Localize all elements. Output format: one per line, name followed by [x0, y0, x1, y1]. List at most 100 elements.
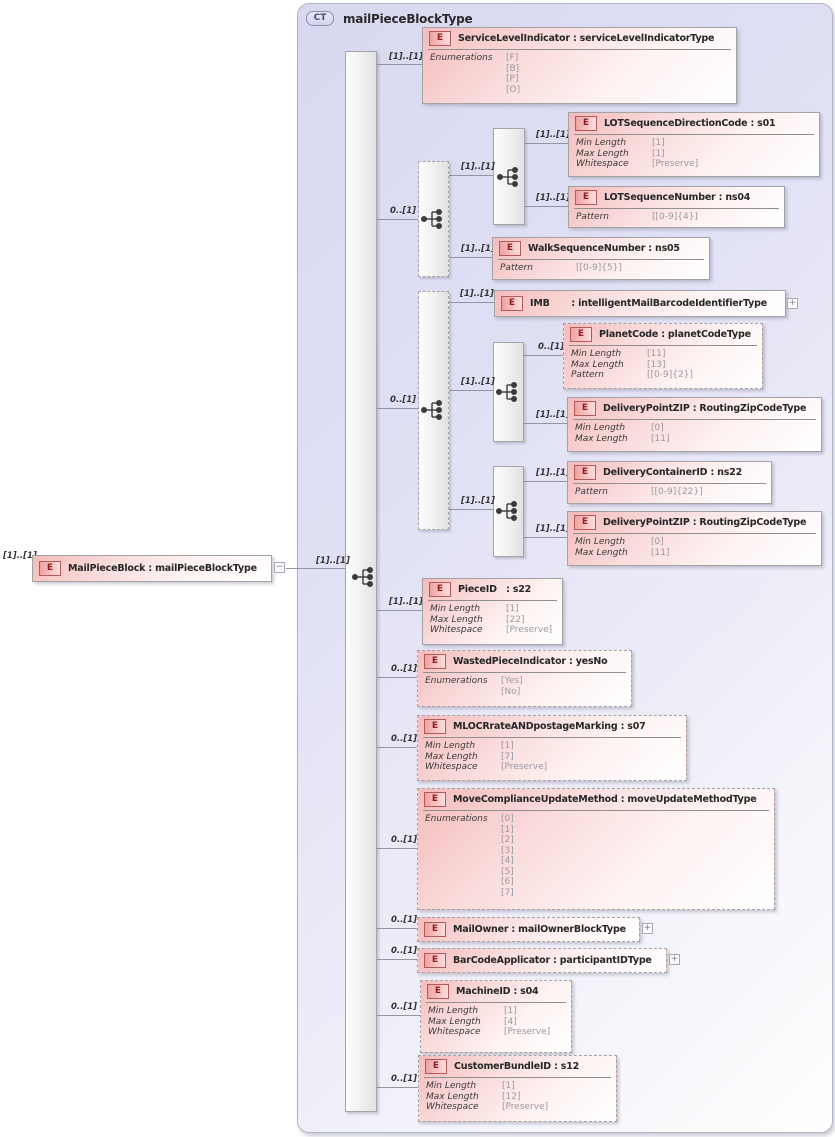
facet-row: Pattern[[0-9]{22}] [568, 487, 771, 498]
divider [498, 259, 704, 260]
element-title: PieceID : s22 [458, 584, 532, 595]
element-title: CustomerBundleID : s12 [454, 1061, 580, 1072]
cardinality-label: [1]..[1] [536, 410, 570, 420]
facet-row: Min Length[1] [421, 1006, 571, 1017]
connector-line [447, 509, 493, 510]
facet-row: [6] [418, 877, 774, 888]
facet-row: [O] [423, 85, 736, 96]
expand-button[interactable]: + [787, 298, 798, 309]
element-title: LOTSequenceDirectionCode : s01 [604, 118, 776, 129]
facet-value: [Yes] [501, 676, 523, 686]
expand-button[interactable]: + [669, 954, 680, 965]
facet-row: Min Length[11] [564, 349, 762, 360]
facet-list: Enumerations[0][1][2][3][4][5][6][7] [418, 811, 774, 902]
facet-label [425, 877, 501, 888]
connector-line [523, 206, 570, 207]
element-title: LOTSequenceNumber : ns04 [604, 192, 751, 203]
cardinality-label: [1]..[1] [536, 524, 570, 534]
element-title: DeliveryContainerID : ns22 [603, 467, 742, 478]
facet-label: Pattern [500, 263, 533, 273]
element-title: PlanetCode : planetCodeType [599, 329, 751, 340]
facet-value: [11] [647, 349, 666, 359]
facet-row: [7] [418, 888, 774, 899]
facet-row: Max Length[4] [421, 1017, 571, 1028]
facet-label [430, 74, 506, 85]
divider [423, 810, 769, 811]
divider [574, 134, 814, 135]
facet-value: [Preserve] [652, 159, 699, 169]
facet-label: Min Length [575, 423, 626, 433]
facet-row: Min Length[1] [423, 604, 562, 615]
element-title: WalkSequenceNumber : ns05 [528, 243, 680, 254]
facet-value: [1] [501, 741, 514, 751]
cardinality-label: 0..[1] [391, 734, 418, 744]
facet-row: [B] [423, 64, 736, 75]
cardinality-label: 0..[1] [390, 395, 417, 405]
facet-value: [22] [506, 614, 525, 625]
element-icon: E [427, 984, 449, 999]
sequence-icon [352, 567, 374, 588]
facet-value: [4] [504, 1016, 517, 1027]
element-title: ServiceLevelIndicator : serviceLevelIndi… [458, 33, 715, 44]
facet-value: [6] [501, 877, 514, 887]
facet-list: Enumerations[Yes][No] [418, 673, 631, 701]
expand-button[interactable]: + [642, 923, 653, 934]
facet-label: Whitespace [576, 159, 629, 169]
element-icon: E [429, 31, 451, 46]
connector-line [375, 848, 417, 849]
connector-line [522, 537, 567, 538]
element-box-servicelevelindicator[interactable]: E ServiceLevelIndicator : serviceLevelInd… [422, 27, 737, 104]
element-title: MachineID : s04 [456, 986, 539, 997]
facet-row: [P] [423, 74, 736, 85]
facet-row: Min Length[0] [568, 423, 821, 434]
facet-row: Min Length[1] [569, 138, 819, 149]
facet-row: Min Length[1] [418, 741, 686, 752]
element-box-lotsequencedirectioncode[interactable]: E LOTSequenceDirectionCode : s01 Min Leng… [568, 112, 820, 177]
connector-line [447, 257, 492, 258]
facet-label: Enumerations [430, 53, 493, 63]
facet-value: [0] [501, 814, 514, 824]
facet-row: [4] [418, 856, 774, 867]
facet-label [425, 888, 501, 899]
cardinality-label: 0..[1] [391, 946, 418, 956]
sequence-compositor-main[interactable] [345, 51, 377, 1112]
connector-line [523, 143, 570, 144]
facet-list: Pattern[[0-9]{4}] [569, 209, 784, 227]
divider [426, 1002, 566, 1003]
facet-value: [F] [506, 53, 519, 63]
facet-row: Max Length[13] [564, 360, 762, 371]
sequence-icon [421, 400, 443, 421]
cardinality-label: 0..[1] [390, 206, 417, 216]
element-icon: E [575, 116, 597, 131]
cardinality-label: 0..[1] [391, 835, 418, 845]
facet-value: [0] [651, 537, 664, 547]
facet-list: Min Length[0]Max Length[11] [568, 420, 821, 448]
facet-list: Min Length[1]Max Length[12]Whitespace[Pr… [419, 1078, 616, 1117]
facet-value: [Preserve] [501, 762, 548, 772]
facet-row: Enumerations[Yes] [418, 676, 631, 687]
divider [428, 49, 731, 50]
sequence-icon [496, 501, 518, 522]
facet-row: Pattern[[0-9]{4}] [569, 212, 784, 223]
facet-row: Max Length[1] [569, 149, 819, 160]
facet-label: Pattern [575, 487, 608, 497]
facet-value: [7] [501, 751, 514, 762]
connector-line [375, 959, 417, 960]
collapse-button[interactable]: − [274, 562, 285, 573]
element-box-machineid[interactable]: E MachineID : s04 Min Length[1]Max Length… [420, 980, 572, 1053]
